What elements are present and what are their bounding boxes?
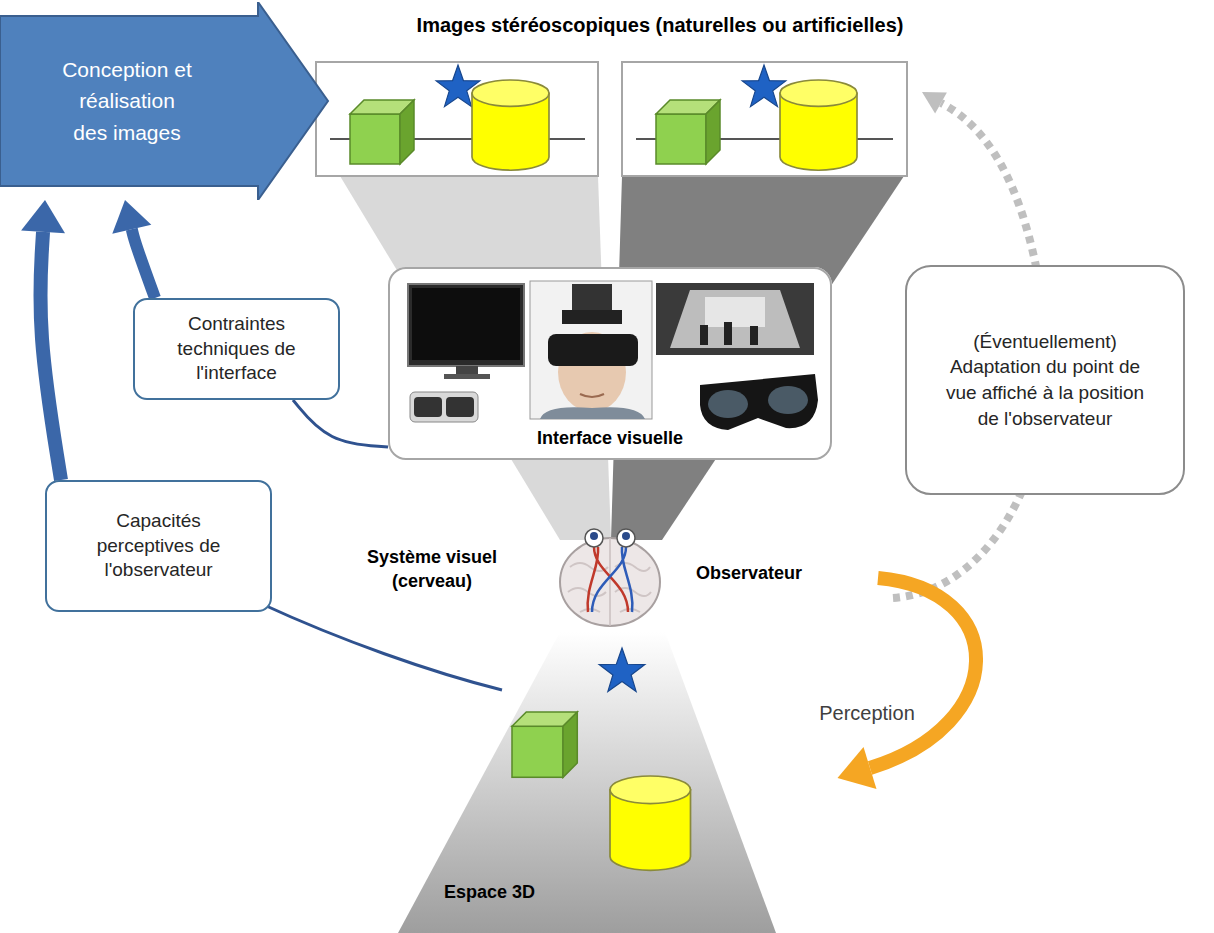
pupil	[622, 532, 630, 540]
node-text: (Éventuellement) Adaptation du point de …	[935, 329, 1155, 432]
cave-photo	[656, 283, 814, 355]
tv-base	[444, 374, 490, 379]
left-image-frame	[316, 62, 598, 176]
cylinder-symbol	[610, 776, 691, 870]
node-text: Interface visuelle	[537, 427, 683, 450]
arrow-head	[838, 747, 877, 789]
leader-line	[262, 604, 502, 690]
callout-box: Contraintes techniques de l'interface	[133, 298, 340, 400]
callout-box: Capacités perceptives de l'observateur	[45, 480, 272, 612]
perception-arrow	[870, 578, 976, 768]
connector-group	[21, 200, 65, 480]
node-text: Conception et réalisation des images	[60, 54, 194, 149]
interface-ground	[388, 267, 832, 460]
photo-frame	[656, 283, 814, 355]
glasses-lens	[768, 386, 808, 414]
arrow-head	[922, 92, 947, 113]
figure-label: Système visuel (cerveau)	[352, 545, 512, 594]
figure-label: Espace 3D	[432, 880, 547, 904]
cylinder-symbol	[472, 80, 549, 170]
glasses-lens	[708, 390, 748, 418]
person	[724, 322, 732, 345]
brain	[560, 538, 660, 626]
visor	[548, 334, 638, 366]
headgear	[572, 284, 612, 314]
person	[700, 325, 708, 345]
star-symbol	[599, 648, 645, 691]
headgear	[562, 310, 622, 324]
connector	[293, 400, 388, 447]
cube-symbol	[350, 100, 414, 164]
brain-gyri	[568, 563, 651, 612]
brain-fissure	[609, 538, 611, 626]
eye	[617, 529, 635, 547]
cube-symbol	[512, 712, 577, 777]
right-image-frame	[622, 62, 907, 176]
figure-label: Observateur	[684, 561, 814, 585]
glasses-lens	[446, 397, 474, 417]
tv-screen	[412, 288, 520, 360]
cylinder-symbol	[780, 80, 857, 170]
interface-panel: Interface visuelle	[388, 267, 832, 460]
cube-symbol	[656, 100, 720, 164]
glasses-photo	[410, 392, 478, 422]
tv-photo	[408, 284, 524, 379]
diagram-title: Images stéréoscopiques (naturelles ou ar…	[300, 14, 1020, 37]
cave-floor	[670, 290, 800, 348]
brain-figure	[560, 529, 660, 626]
hmd-photo	[530, 281, 652, 419]
node-text: Capacités perceptives de l'observateur	[76, 509, 241, 583]
connector-group	[112, 200, 155, 298]
connector	[132, 229, 155, 298]
mouth	[580, 394, 604, 397]
arrow-head	[112, 200, 151, 234]
node-text: Contraintes techniques de l'interface	[162, 312, 312, 386]
pupil	[590, 532, 598, 540]
connector-group	[293, 400, 388, 447]
tv-frame	[408, 284, 524, 366]
arrow-shape	[0, 2, 328, 200]
note-box: (Éventuellement) Adaptation du point de …	[905, 265, 1185, 495]
connector	[40, 232, 61, 480]
cave-screen	[705, 297, 765, 327]
tv-stand	[456, 366, 478, 374]
eye	[585, 529, 603, 547]
arrow-label: Perception	[812, 700, 922, 727]
glasses-frame	[410, 392, 478, 422]
shutter-glasses-photo	[700, 374, 818, 430]
shutter-glasses	[700, 374, 818, 430]
arrow-head	[21, 200, 65, 233]
optic-path	[592, 547, 632, 612]
shirt	[540, 407, 645, 419]
design-arrow: Conception et réalisation des images	[0, 2, 330, 200]
person	[750, 326, 758, 345]
glasses-lens	[414, 397, 442, 417]
photo-frame	[530, 281, 652, 419]
